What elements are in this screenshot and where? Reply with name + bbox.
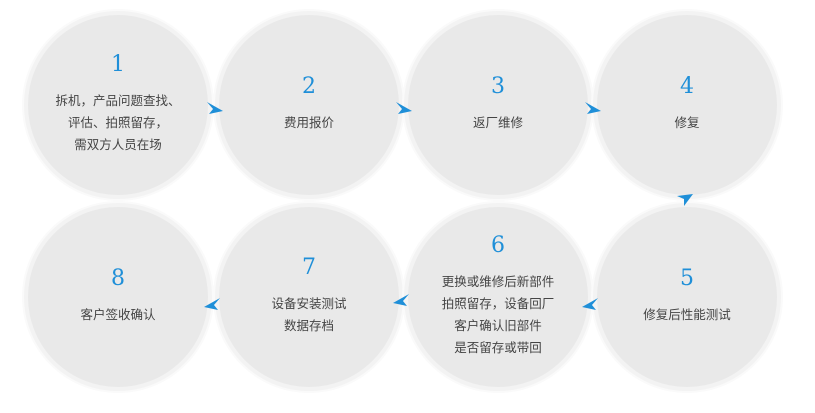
arrow-right-icon	[584, 101, 602, 115]
arrow-right-icon	[206, 101, 224, 115]
step-6-number: 6	[491, 233, 505, 258]
step-5-circle: 5 修复后性能测试	[597, 207, 777, 387]
step-8-number: 8	[111, 266, 125, 291]
step-4-text: 修复	[674, 115, 700, 130]
step-3-text: 返厂维修	[472, 115, 523, 130]
step-2-text: 费用报价	[283, 115, 334, 130]
step-2-circle: 2 费用报价	[219, 15, 399, 195]
step-4-circle: 4 修复	[597, 15, 777, 195]
step-2-number: 2	[302, 74, 316, 99]
step-3-circle: 3 返厂维修	[408, 15, 588, 195]
step-1-text: 拆机，产品问题查找、 评估、拍照留存， 需双方人员在场	[55, 93, 181, 152]
step-6-circle: 6 更换或维修后新部件 拍照留存，设备回厂 客户确认旧部件 是否留存或带回	[408, 207, 588, 387]
arrow-left-icon	[392, 293, 410, 307]
step-8-circle: 8 客户签收确认	[28, 207, 208, 387]
arrow-left-icon	[203, 297, 221, 311]
step-7-number: 7	[302, 255, 316, 280]
step-5-number: 5	[680, 266, 694, 291]
arrow-left-icon	[581, 297, 599, 311]
step-1-circle: 1 拆机，产品问题查找、 评估、拍照留存， 需双方人员在场	[28, 15, 208, 195]
step-3-number: 3	[491, 74, 505, 99]
step-6-text: 更换或维修后新部件 拍照留存，设备回厂 客户确认旧部件 是否留存或带回	[441, 274, 555, 355]
step-7-text: 设备安装测试 数据存档	[271, 296, 347, 333]
step-8-text: 客户签收确认	[80, 307, 156, 322]
step-4-number: 4	[680, 74, 694, 99]
step-1-number: 1	[111, 52, 125, 77]
step-5-text: 修复后性能测试	[643, 307, 731, 322]
arrow-down-icon	[676, 193, 694, 207]
arrow-right-icon	[395, 101, 413, 115]
step-7-circle: 7 设备安装测试 数据存档	[219, 207, 399, 387]
